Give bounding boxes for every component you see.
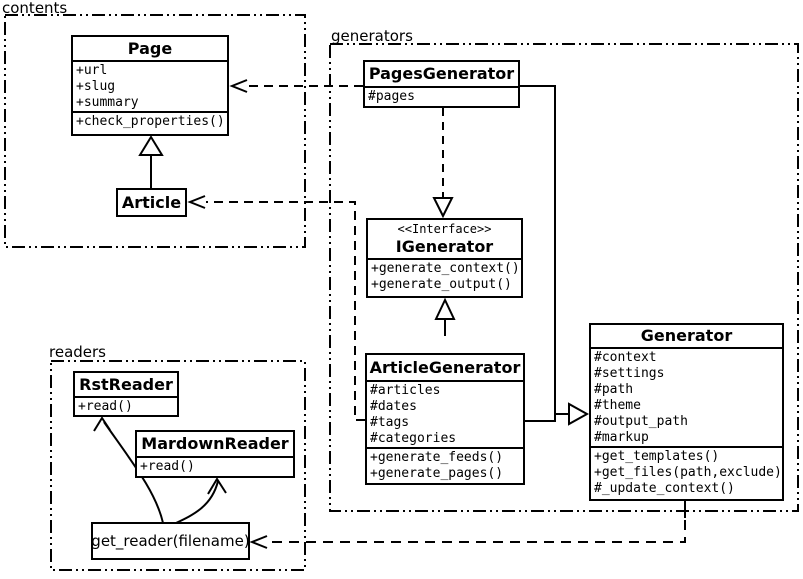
class-igenerator-header: <<Interface>> IGenerator xyxy=(368,220,521,260)
class-page-header: Page xyxy=(73,37,227,62)
method: +get_templates() xyxy=(594,449,720,464)
method: +get_files(path,exclude) xyxy=(594,465,782,480)
attribute: #categories xyxy=(370,431,457,446)
inheritance-triangle-generator xyxy=(568,402,590,426)
class-mardownreader: MardownReader +read() xyxy=(135,430,295,478)
attribute: #pages xyxy=(368,89,415,104)
package-label-contents: contents xyxy=(2,0,68,17)
method: #_update_context() xyxy=(594,481,735,496)
method: +read() xyxy=(78,399,133,414)
class-rstreader-header: RstReader xyxy=(75,373,177,398)
class-article-title: Article xyxy=(121,192,182,212)
attribute: #dates xyxy=(370,399,417,414)
class-article-header: Article xyxy=(118,190,185,215)
attribute: #context xyxy=(594,350,657,365)
class-generator: Generator #context #settings #path #them… xyxy=(589,323,784,501)
curve-getreader-mardownreader xyxy=(175,480,219,524)
function-box-label: get_reader(filename) xyxy=(91,532,250,550)
class-pagesgenerator-attributes: #pages xyxy=(365,88,518,105)
inheritance-line-articlegenerator-generator xyxy=(525,414,556,422)
class-mardownreader-header: MardownReader xyxy=(137,432,293,458)
class-generator-header: Generator xyxy=(591,325,782,349)
class-igenerator-title: IGenerator xyxy=(395,237,494,256)
class-rstreader: RstReader +read() xyxy=(73,371,179,417)
class-articlegenerator: ArticleGenerator #articles #dates #tags … xyxy=(365,353,525,485)
class-mardownreader-title: MardownReader xyxy=(141,434,289,453)
attribute: #tags xyxy=(370,415,410,430)
class-page-attributes: +url +slug +summary xyxy=(73,62,227,111)
attribute: #path xyxy=(594,382,634,397)
arrowhead-mardownreader xyxy=(207,477,227,495)
realization-triangle-igenerator-bottom xyxy=(434,297,456,320)
package-generators-border xyxy=(329,43,799,512)
class-igenerator-stereotype: <<Interface>> xyxy=(397,222,492,236)
class-pagesgenerator-title: PagesGenerator xyxy=(368,64,515,83)
class-articlegenerator-attributes: #articles #dates #tags #categories xyxy=(367,382,523,447)
arrowhead-rstreader xyxy=(93,416,111,432)
class-generator-methods: +get_templates() +get_files(path,exclude… xyxy=(591,446,782,497)
method: +generate_feeds() xyxy=(370,450,504,465)
dependency-line-articlegenerator-article xyxy=(206,201,365,421)
dependency-line-generator-getreader xyxy=(268,520,686,543)
attribute: +summary xyxy=(76,95,139,110)
class-articlegenerator-title: ArticleGenerator xyxy=(369,357,521,377)
package-label-generators: generators xyxy=(331,27,413,45)
class-generator-attributes: #context #settings #path #theme #output_… xyxy=(591,349,782,446)
attribute: #settings xyxy=(594,366,665,381)
class-articlegenerator-header: ArticleGenerator xyxy=(367,355,523,382)
inheritance-triangle-article-page xyxy=(138,135,164,156)
dependency-arrowhead-page xyxy=(229,79,248,93)
dependency-arrowhead-article xyxy=(187,195,206,209)
function-box-get-reader: get_reader(filename) xyxy=(91,522,250,560)
class-generator-title: Generator xyxy=(640,326,733,345)
attribute: +url xyxy=(76,63,108,78)
attribute: #theme xyxy=(594,398,641,413)
method: +read() xyxy=(140,459,195,474)
class-pagesgenerator: PagesGenerator #pages xyxy=(363,60,520,108)
attribute: +slug xyxy=(76,79,116,94)
method: +check_properties() xyxy=(76,114,225,129)
dependency-arrowhead-getreader xyxy=(249,535,268,549)
class-pagesgenerator-header: PagesGenerator xyxy=(365,62,518,88)
class-page-title: Page xyxy=(127,38,173,58)
package-contents-border xyxy=(4,14,306,248)
class-page: Page +url +slug +summary +check_properti… xyxy=(71,35,229,136)
method: +generate_context() xyxy=(371,261,520,276)
package-readers-border xyxy=(50,360,306,571)
package-label-readers: readers xyxy=(49,343,106,361)
class-articlegenerator-methods: +generate_feeds() +generate_pages() xyxy=(367,447,523,482)
method: +generate_output() xyxy=(371,277,512,292)
class-page-methods: +check_properties() xyxy=(73,111,227,130)
realization-triangle-igenerator-top xyxy=(432,197,454,219)
attribute: #articles xyxy=(370,383,441,398)
class-igenerator-methods: +generate_context() +generate_output() xyxy=(368,260,521,293)
attribute: #markup xyxy=(594,430,649,445)
class-rstreader-title: RstReader xyxy=(79,374,173,394)
class-article: Article xyxy=(116,188,187,217)
class-igenerator: <<Interface>> IGenerator +generate_conte… xyxy=(366,218,523,298)
method: +generate_pages() xyxy=(370,466,504,481)
attribute: #output_path xyxy=(594,414,688,429)
class-mardownreader-methods: +read() xyxy=(137,458,293,475)
class-rstreader-methods: +read() xyxy=(75,398,177,415)
inheritance-line-pagesgenerator-generator xyxy=(520,85,569,415)
